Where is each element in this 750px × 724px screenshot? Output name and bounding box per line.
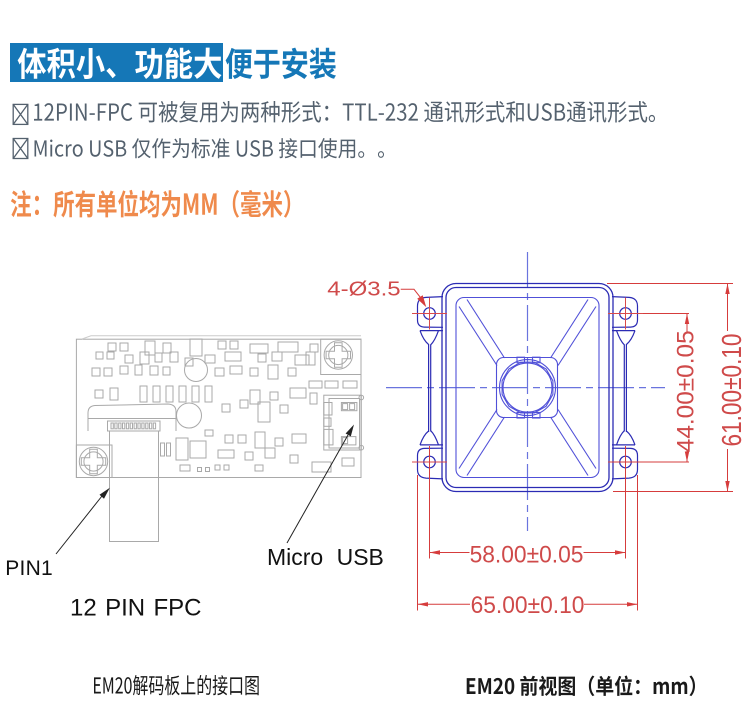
svg-text:12 PIN FPC: 12 PIN FPC: [70, 595, 201, 622]
svg-text:44.00±0.05: 44.00±0.05: [673, 330, 700, 452]
svg-text:61.00±0.10: 61.00±0.10: [717, 333, 748, 446]
svg-text:PIN1: PIN1: [5, 557, 53, 580]
svg-text:4-Ø3.5: 4-Ø3.5: [327, 277, 400, 300]
svg-text:58.00±0.05: 58.00±0.05: [470, 541, 584, 568]
svg-text:Micro USB: Micro USB: [267, 544, 384, 570]
svg-text:65.00±0.10: 65.00±0.10: [471, 591, 585, 618]
